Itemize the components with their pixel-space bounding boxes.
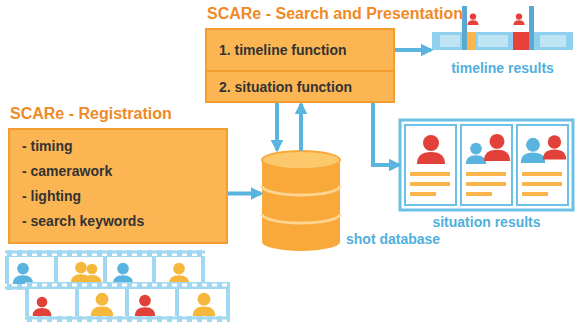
section-heading: SCARe - Registration <box>10 105 172 123</box>
function-label: 2. situation function <box>219 78 352 96</box>
flow-arrow <box>393 48 431 52</box>
list-item: - camerawork <box>22 159 112 184</box>
result-node: timeline results <box>432 4 573 54</box>
database-node: shot database <box>262 151 340 251</box>
function-label: 1. timeline function <box>219 41 347 59</box>
text-body: 2. situation function <box>219 78 352 96</box>
text-body: - timing- camerawork- lighting- search k… <box>10 130 226 238</box>
situation-panel <box>400 120 573 210</box>
flow-arrow <box>299 104 303 151</box>
node-label: situation results <box>400 214 573 230</box>
function-row: 2. situation function <box>207 70 393 101</box>
function-row: 1. timeline function <box>207 30 393 70</box>
process-box: SCARe - Search and Presentation1. timeli… <box>205 28 395 103</box>
section-heading: SCARe - Search and Presentation <box>207 5 463 23</box>
text-body: 1. timeline function <box>219 41 347 59</box>
node-label: shot database <box>346 231 440 247</box>
film-strip <box>25 282 230 322</box>
flow-arrow <box>373 101 399 165</box>
process-box: SCARe - Registration- timing- camerawork… <box>8 128 228 244</box>
node-label: timeline results <box>432 60 573 76</box>
flow-arrow <box>275 103 279 150</box>
list-item: - lighting <box>22 184 81 209</box>
result-node: situation results <box>400 120 573 210</box>
list-item: - timing <box>22 134 73 159</box>
database-cylinder <box>262 151 340 251</box>
list-item: - search keywords <box>22 209 144 234</box>
flow-arrow <box>228 192 261 196</box>
